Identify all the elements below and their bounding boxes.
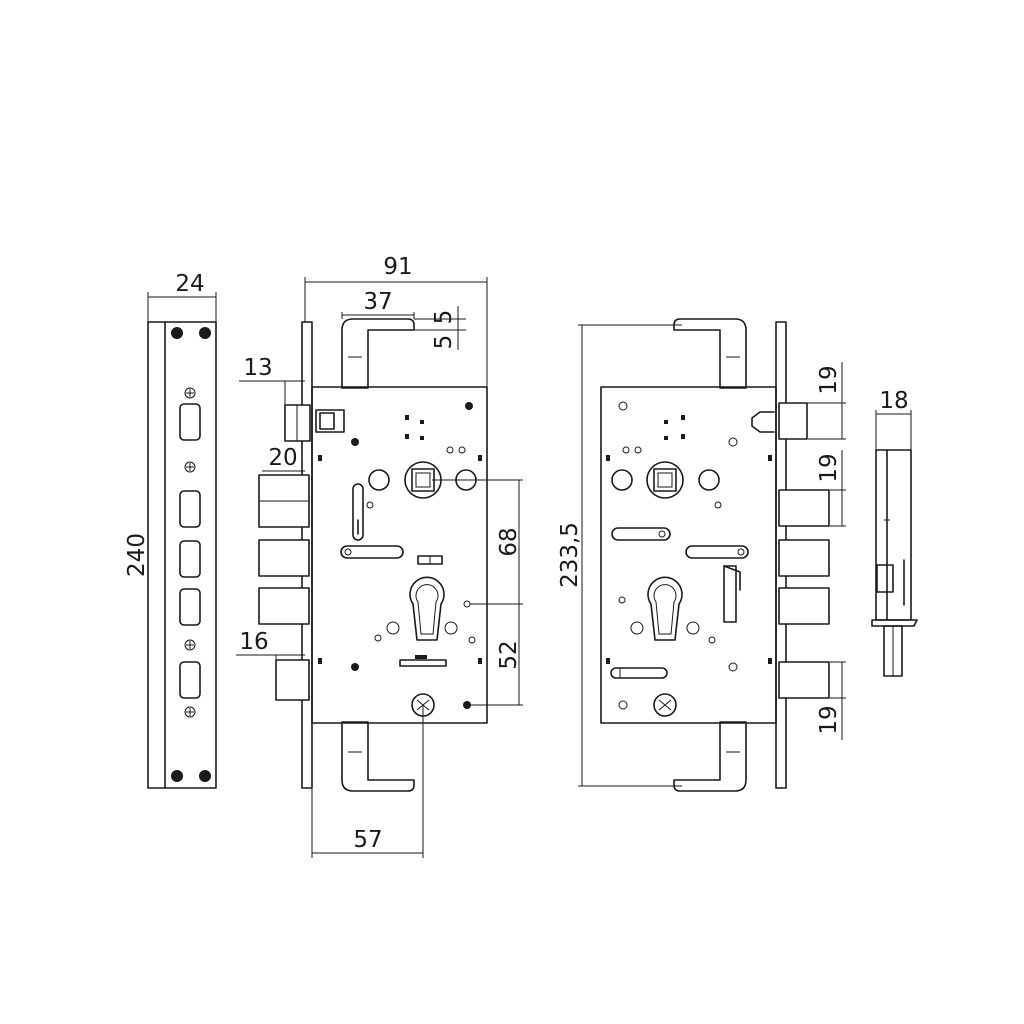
bolt-pitch-top-label: 19	[816, 365, 842, 394]
faceplate-length-label: 240	[124, 533, 150, 577]
lock-side-view: 18	[871, 388, 918, 677]
faceplate-width-label: 24	[175, 271, 204, 297]
spindle-cylinder-label: 68	[496, 527, 522, 556]
cylinder-keyhole-icon	[409, 576, 445, 641]
bolt-projection-label: 20	[268, 445, 297, 471]
bolt-pitch-bottom-label: 19	[816, 705, 842, 734]
latch-projection-label: 13	[243, 355, 272, 381]
side-thickness-label: 18	[879, 388, 908, 414]
lock-front-view: 91 37 5 5 13 20 16 68 52 57	[236, 254, 523, 858]
faceplate-view: 24 240	[124, 271, 217, 789]
bolt-pitch-mid-label: 19	[816, 453, 842, 482]
lower-bolt-projection-label: 16	[239, 629, 268, 655]
rivet-icon	[318, 415, 482, 664]
lock-back-view: 233,5 19 19 19	[557, 318, 846, 792]
body-width-label: 91	[383, 254, 412, 280]
backset-label: 57	[353, 827, 382, 853]
cylinder-keyhole-icon	[647, 576, 683, 641]
latch-offset-label: 37	[363, 289, 392, 315]
spindle-hub-icon	[646, 461, 684, 499]
overall-height-label: 233,5	[557, 522, 583, 588]
rivet-icon	[606, 415, 772, 664]
latch-small-a-label: 5	[431, 310, 457, 325]
latch-small-b-label: 5	[431, 335, 457, 350]
cylinder-lower-label: 52	[496, 640, 522, 669]
faceplate-screw-icon	[184, 387, 196, 718]
